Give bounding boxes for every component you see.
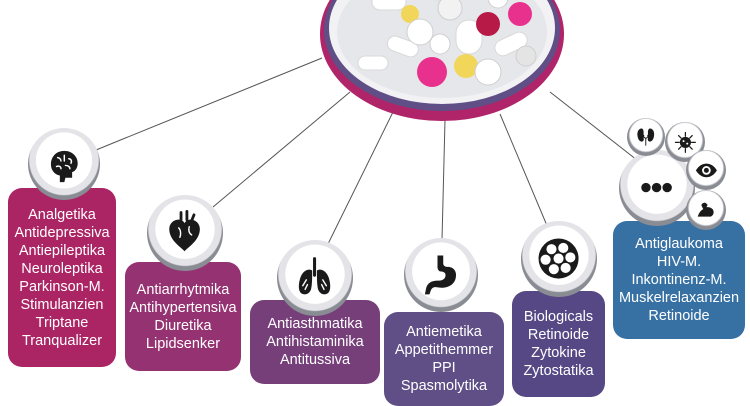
card-6-item: Antiglaukoma bbox=[635, 236, 723, 252]
connector-6 bbox=[549, 91, 638, 161]
card-3-item: Antiasthmatika bbox=[267, 316, 363, 332]
card-1-item: Parkinson-M. bbox=[19, 278, 105, 295]
card-2-item: Diuretika bbox=[154, 317, 212, 334]
card-4-item: Antiemetika bbox=[406, 324, 482, 340]
card-2-item: Antiarrhytmika bbox=[136, 281, 230, 298]
connector-5 bbox=[499, 113, 549, 229]
card-6-item: Retinoide bbox=[648, 308, 710, 324]
connector-4 bbox=[441, 119, 446, 241]
card-1-item: Stimulanzien bbox=[20, 296, 104, 313]
card-2-item: Antihypertensiva bbox=[129, 299, 237, 316]
card-3-item: Antitussiva bbox=[279, 352, 351, 368]
lungs-icon bbox=[277, 240, 353, 316]
muscle-icon bbox=[686, 190, 726, 230]
card-1-item: Neuroleptika bbox=[21, 260, 103, 277]
category-card-2: Antiarrhytmika Antihypertensiva Diuretik… bbox=[125, 262, 241, 371]
card-1-item: Triptane bbox=[35, 314, 89, 331]
card-1-item: Antiepileptika bbox=[18, 242, 106, 259]
card-1-item: Tranqualizer bbox=[21, 332, 103, 349]
connector-1 bbox=[95, 57, 323, 151]
card-5-item: Biologicals bbox=[523, 309, 594, 325]
connector-lines bbox=[95, 57, 638, 249]
category-card-1: Analgetika Antidepressiva Antiepileptika… bbox=[8, 188, 116, 367]
category-card-5: Biologicals Retinoide Zytokine Zytostati… bbox=[512, 291, 605, 397]
card-1-item: Analgetika bbox=[28, 206, 96, 223]
card-4-item: PPI bbox=[432, 360, 456, 376]
card-4-item: Appetithemmer bbox=[394, 342, 494, 358]
card-5-item: Zytostatika bbox=[523, 363, 594, 379]
brain-icon bbox=[28, 128, 100, 200]
card-5-item: Zytokine bbox=[531, 345, 586, 361]
stomach-icon bbox=[404, 238, 478, 312]
connector-2 bbox=[212, 91, 351, 208]
kidney-icon bbox=[627, 118, 665, 156]
heart-icon bbox=[147, 195, 223, 271]
pills bbox=[357, 0, 537, 87]
card-2-item: Lipidsenker bbox=[145, 335, 221, 352]
card-5-item: Retinoide bbox=[527, 327, 590, 343]
card-6-item: Muskelrelaxanzien bbox=[618, 290, 740, 306]
cell-cluster-icon bbox=[521, 221, 597, 297]
card-6-item: Inkontinenz-M. bbox=[631, 272, 727, 288]
pills-bowl bbox=[320, 0, 564, 121]
card-4-item: Spasmolytika bbox=[400, 378, 488, 394]
category-card-6: Antiglaukoma HIV-M. Inkontinenz-M. Muske… bbox=[613, 221, 745, 339]
card-3-item: Antihistaminika bbox=[266, 334, 364, 350]
connector-3 bbox=[325, 111, 394, 249]
eye-icon bbox=[686, 150, 726, 190]
card-1-item: Antidepressiva bbox=[14, 224, 110, 241]
card-6-item: HIV-M. bbox=[656, 254, 702, 270]
category-card-4: Antiemetika Appetithemmer PPI Spasmolyti… bbox=[384, 312, 504, 406]
ellipsis-icon bbox=[619, 150, 695, 226]
